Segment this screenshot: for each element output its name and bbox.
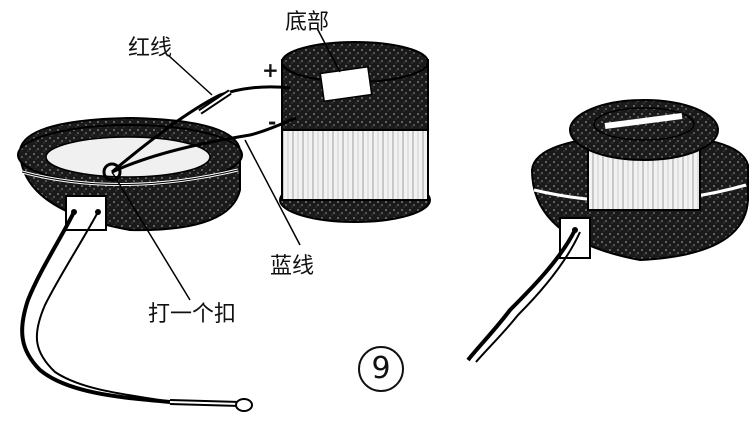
left-magnet-ring bbox=[17, 116, 243, 232]
minus-sign: - bbox=[268, 110, 277, 134]
tie-knot-label: 打一个扣 bbox=[148, 302, 237, 327]
plus-sign: + bbox=[262, 58, 279, 82]
assembled-speaker bbox=[530, 99, 749, 262]
step-number-badge: 9 bbox=[358, 346, 404, 392]
knot bbox=[102, 162, 122, 182]
blue-wire-label: 蓝线 bbox=[270, 254, 315, 279]
leader-lines bbox=[111, 29, 341, 301]
coil-cylinder bbox=[279, 41, 431, 223]
left-twisted-cord bbox=[20, 211, 253, 412]
right-twisted-cord bbox=[466, 229, 581, 363]
blue-wire bbox=[111, 116, 297, 174]
bottom-label: 底部 bbox=[285, 10, 330, 35]
red-wire-label: 红线 bbox=[128, 36, 173, 61]
red-wire bbox=[111, 85, 291, 174]
